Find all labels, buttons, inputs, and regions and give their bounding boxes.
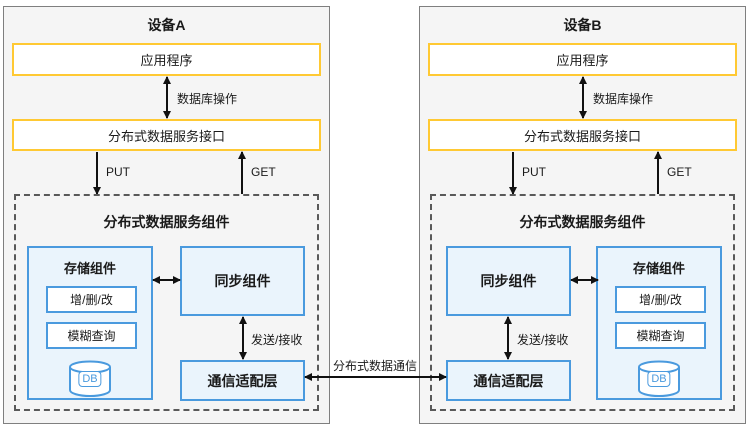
fuzzy-query-box: 模糊查询	[615, 322, 706, 349]
interface-label: 分布式数据服务接口	[523, 128, 641, 144]
storage-sync-arrow	[570, 275, 599, 284]
put-arrow	[92, 152, 101, 195]
storage-component-title: 存储组件	[632, 261, 685, 276]
application-box: 应用程序	[428, 43, 737, 76]
interface-label: 分布式数据服务接口	[107, 128, 225, 144]
send-receive-label: 发送/接收	[517, 333, 569, 347]
crud-box: 增/删/改	[615, 286, 706, 313]
fuzzy-query-box: 模糊查询	[46, 322, 137, 349]
service-component-title: 分布式数据服务组件	[519, 214, 646, 230]
sync-component-label: 同步组件	[214, 273, 271, 289]
db-operation-arrow	[162, 76, 171, 119]
database-icon: DB	[636, 360, 682, 398]
put-label: PUT	[106, 165, 130, 179]
crud-label: 增/删/改	[639, 293, 682, 307]
put-arrow	[508, 152, 517, 195]
comm-adapter-box: 通信适配层	[446, 360, 571, 401]
storage-component-box: 存储组件 增/删/改 模糊查询 DB	[596, 246, 722, 400]
interface-box: 分布式数据服务接口	[428, 119, 737, 151]
database-icon: DB	[67, 360, 113, 398]
application-label: 应用程序	[140, 53, 193, 68]
distributed-comm-label: 分布式数据通信	[332, 359, 417, 373]
send-receive-arrow	[503, 316, 512, 360]
interface-box: 分布式数据服务接口	[12, 119, 321, 151]
sync-component-label: 同步组件	[480, 273, 537, 289]
distributed-comm-arrow	[304, 372, 447, 381]
fuzzy-query-label: 模糊查询	[67, 329, 116, 343]
db-label: DB	[647, 371, 671, 387]
db-operation-arrow	[578, 76, 587, 119]
get-arrow	[237, 151, 246, 194]
crud-label: 增/删/改	[70, 293, 113, 307]
device-b-title: 设备B	[563, 17, 602, 33]
send-receive-label: 发送/接收	[251, 333, 303, 347]
comm-adapter-label: 通信适配层	[207, 372, 278, 389]
device-a-title: 设备A	[147, 17, 186, 33]
db-operation-label: 数据库操作	[593, 92, 654, 106]
storage-component-title: 存储组件	[63, 261, 116, 276]
service-component-container: 分布式数据服务组件 存储组件 增/删/改 模糊查询 DB	[430, 194, 735, 411]
fuzzy-query-label: 模糊查询	[636, 329, 685, 343]
get-label: GET	[251, 165, 276, 179]
put-label: PUT	[522, 165, 546, 179]
storage-component-box: 存储组件 增/删/改 模糊查询 DB	[27, 246, 153, 400]
storage-sync-arrow	[152, 275, 181, 284]
get-label: GET	[667, 165, 692, 179]
service-component-title: 分布式数据服务组件	[103, 214, 230, 230]
db-label: DB	[78, 371, 102, 387]
application-box: 应用程序	[12, 43, 321, 76]
service-component-container: 分布式数据服务组件 存储组件 增/删/改 模糊查询 DB	[14, 194, 319, 411]
crud-box: 增/删/改	[46, 286, 137, 313]
send-receive-arrow	[238, 316, 247, 360]
db-operation-label: 数据库操作	[177, 92, 238, 106]
application-label: 应用程序	[556, 53, 609, 68]
device-b-panel: 设备B 应用程序 数据库操作 分布式数据服务接口 PUT GET 分布式数据服务…	[419, 6, 746, 424]
get-arrow	[653, 151, 662, 194]
comm-adapter-label: 通信适配层	[473, 372, 544, 389]
device-a-panel: 设备A 应用程序 数据库操作 分布式数据服务接口 PUT GET 分布式数据服务…	[3, 6, 330, 424]
sync-component-box: 同步组件	[180, 246, 305, 316]
sync-component-box: 同步组件	[446, 246, 571, 316]
comm-adapter-box: 通信适配层	[180, 360, 305, 401]
